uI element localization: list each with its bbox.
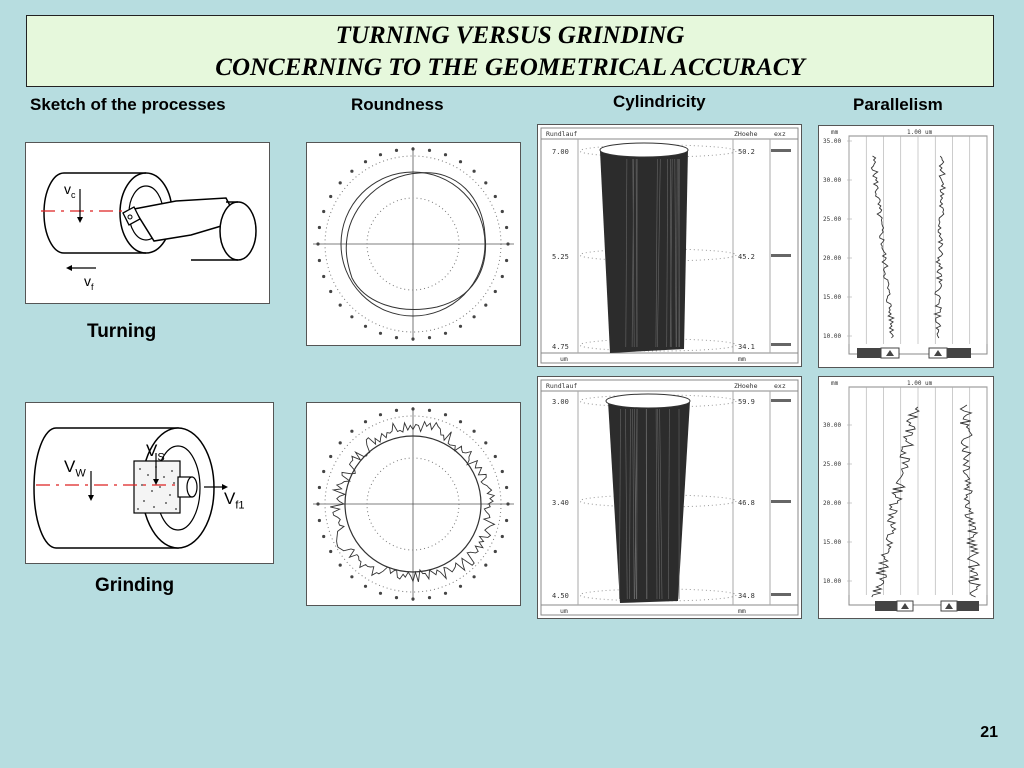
cyl2-r-bot: 34.8 xyxy=(738,592,755,600)
cyl2-y-bot: 4.50 xyxy=(552,592,569,600)
header-cylindricity: Cylindricity xyxy=(613,92,706,111)
parallelism-turning-panel: mm 1.00 um 35.00 30.00 25.00 20.00 15.00 10.0… xyxy=(818,125,994,368)
title-box: TURNING VERSUS GRINDING CONCERNING TO TH… xyxy=(26,15,994,87)
cyl2-y-top: 3.00 xyxy=(552,398,569,406)
par1-tick-label: 20.00 xyxy=(823,255,841,262)
cyl1-r-bot: 34.1 xyxy=(738,343,755,351)
title-line-2: CONCERNING TO THE GEOMETRICAL ACCURACY xyxy=(215,54,805,81)
parallelism-grinding-panel: mm 1.00 um 30.00 25.00 20.00 15.00 10.00 xyxy=(818,376,994,619)
vs-label: VS xyxy=(146,441,165,464)
cyl2-r-top: 59.9 xyxy=(738,398,755,406)
cyl1-y-top: 7.00 xyxy=(552,148,569,156)
cyl1-h-mid: ZHoehe xyxy=(734,130,758,138)
grinding-sketch-panel: VW VS Vf1 xyxy=(25,402,274,564)
cyl2-unit-right: mm xyxy=(738,607,746,615)
parallelism-grinding-plot: mm 1.00 um 30.00 25.00 20.00 15.00 10.00 xyxy=(823,380,988,612)
cyl2-y-mid: 3.40 xyxy=(552,499,569,507)
cyl1-h-right: exz xyxy=(774,130,786,138)
title-line-1: TURNING VERSUS GRINDING xyxy=(335,22,685,49)
cylindricity-grinding-plot: Rundlauf ZHoehe exz 3.00 3.40 4.50 59.9 … xyxy=(540,379,799,616)
cylindricity-turning-panel: Rundlauf ZHoehe exz 7.00 5.25 4.75 50.2 … xyxy=(537,124,802,367)
grinding-sketch xyxy=(33,427,228,549)
cyl1-r-top: 50.2 xyxy=(738,148,755,156)
par2-unit: mm xyxy=(831,380,839,387)
roundness-grinding-plot xyxy=(313,407,514,601)
header-parallelism: Parallelism xyxy=(853,95,943,114)
par2-tick-label: 10.00 xyxy=(823,578,841,585)
cyl1-unit-left: um xyxy=(560,355,568,363)
cyl2-r-mid: 46.8 xyxy=(738,499,755,507)
vf1-label: Vf1 xyxy=(224,489,245,512)
vf-label: vf xyxy=(84,273,94,292)
grinding-label: Grinding xyxy=(95,575,175,596)
par1-tick-label: 15.00 xyxy=(823,294,841,301)
roundness-turning-panel xyxy=(306,142,521,346)
par1-unit: mm xyxy=(831,129,839,136)
roundness-turning-plot xyxy=(313,147,514,341)
cyl2-unit-left: um xyxy=(560,607,568,615)
parallelism-turning-plot: mm 1.00 um 35.00 30.00 25.00 20.00 15.00 10.0… xyxy=(823,129,988,359)
cyl1-y-mid: 5.25 xyxy=(552,253,569,261)
cyl1-h-left: Rundlauf xyxy=(546,130,577,138)
par1-tick-label: 35.00 xyxy=(823,138,841,145)
header-sketch: Sketch of the processes xyxy=(30,95,226,114)
par2-tick-label: 20.00 xyxy=(823,500,841,507)
par2-tick-label: 30.00 xyxy=(823,422,841,429)
par1-tick-label: 25.00 xyxy=(823,216,841,223)
par1-tick-label: 30.00 xyxy=(823,177,841,184)
cylindricity-turning-plot: Rundlauf ZHoehe exz 7.00 5.25 4.75 50.2 … xyxy=(540,127,799,364)
cyl2-h-right: exz xyxy=(774,382,786,390)
cyl1-y-bot: 4.75 xyxy=(552,343,569,351)
par1-scale: 1.00 um xyxy=(907,129,933,136)
par2-scale: 1.00 um xyxy=(907,380,933,387)
cyl2-h-left: Rundlauf xyxy=(546,382,577,390)
cyl1-unit-right: mm xyxy=(738,355,746,363)
vw-label: VW xyxy=(64,457,86,480)
cylindricity-grinding-panel: Rundlauf ZHoehe exz 3.00 3.40 4.50 59.9 … xyxy=(537,376,802,619)
par2-tick-label: 25.00 xyxy=(823,461,841,468)
header-roundness: Roundness xyxy=(351,95,444,114)
turning-sketch xyxy=(41,172,257,271)
par2-tick-label: 15.00 xyxy=(823,539,841,546)
cyl2-h-mid: ZHoehe xyxy=(734,382,758,390)
turning-label: Turning xyxy=(87,321,157,342)
par1-tick-label: 10.00 xyxy=(823,333,841,340)
roundness-grinding-panel xyxy=(306,402,521,606)
vc-label: vc xyxy=(64,181,76,200)
cyl1-r-mid: 45.2 xyxy=(738,253,755,261)
turning-sketch-panel: vc vf xyxy=(25,142,270,304)
page-number: 21 xyxy=(980,724,998,741)
